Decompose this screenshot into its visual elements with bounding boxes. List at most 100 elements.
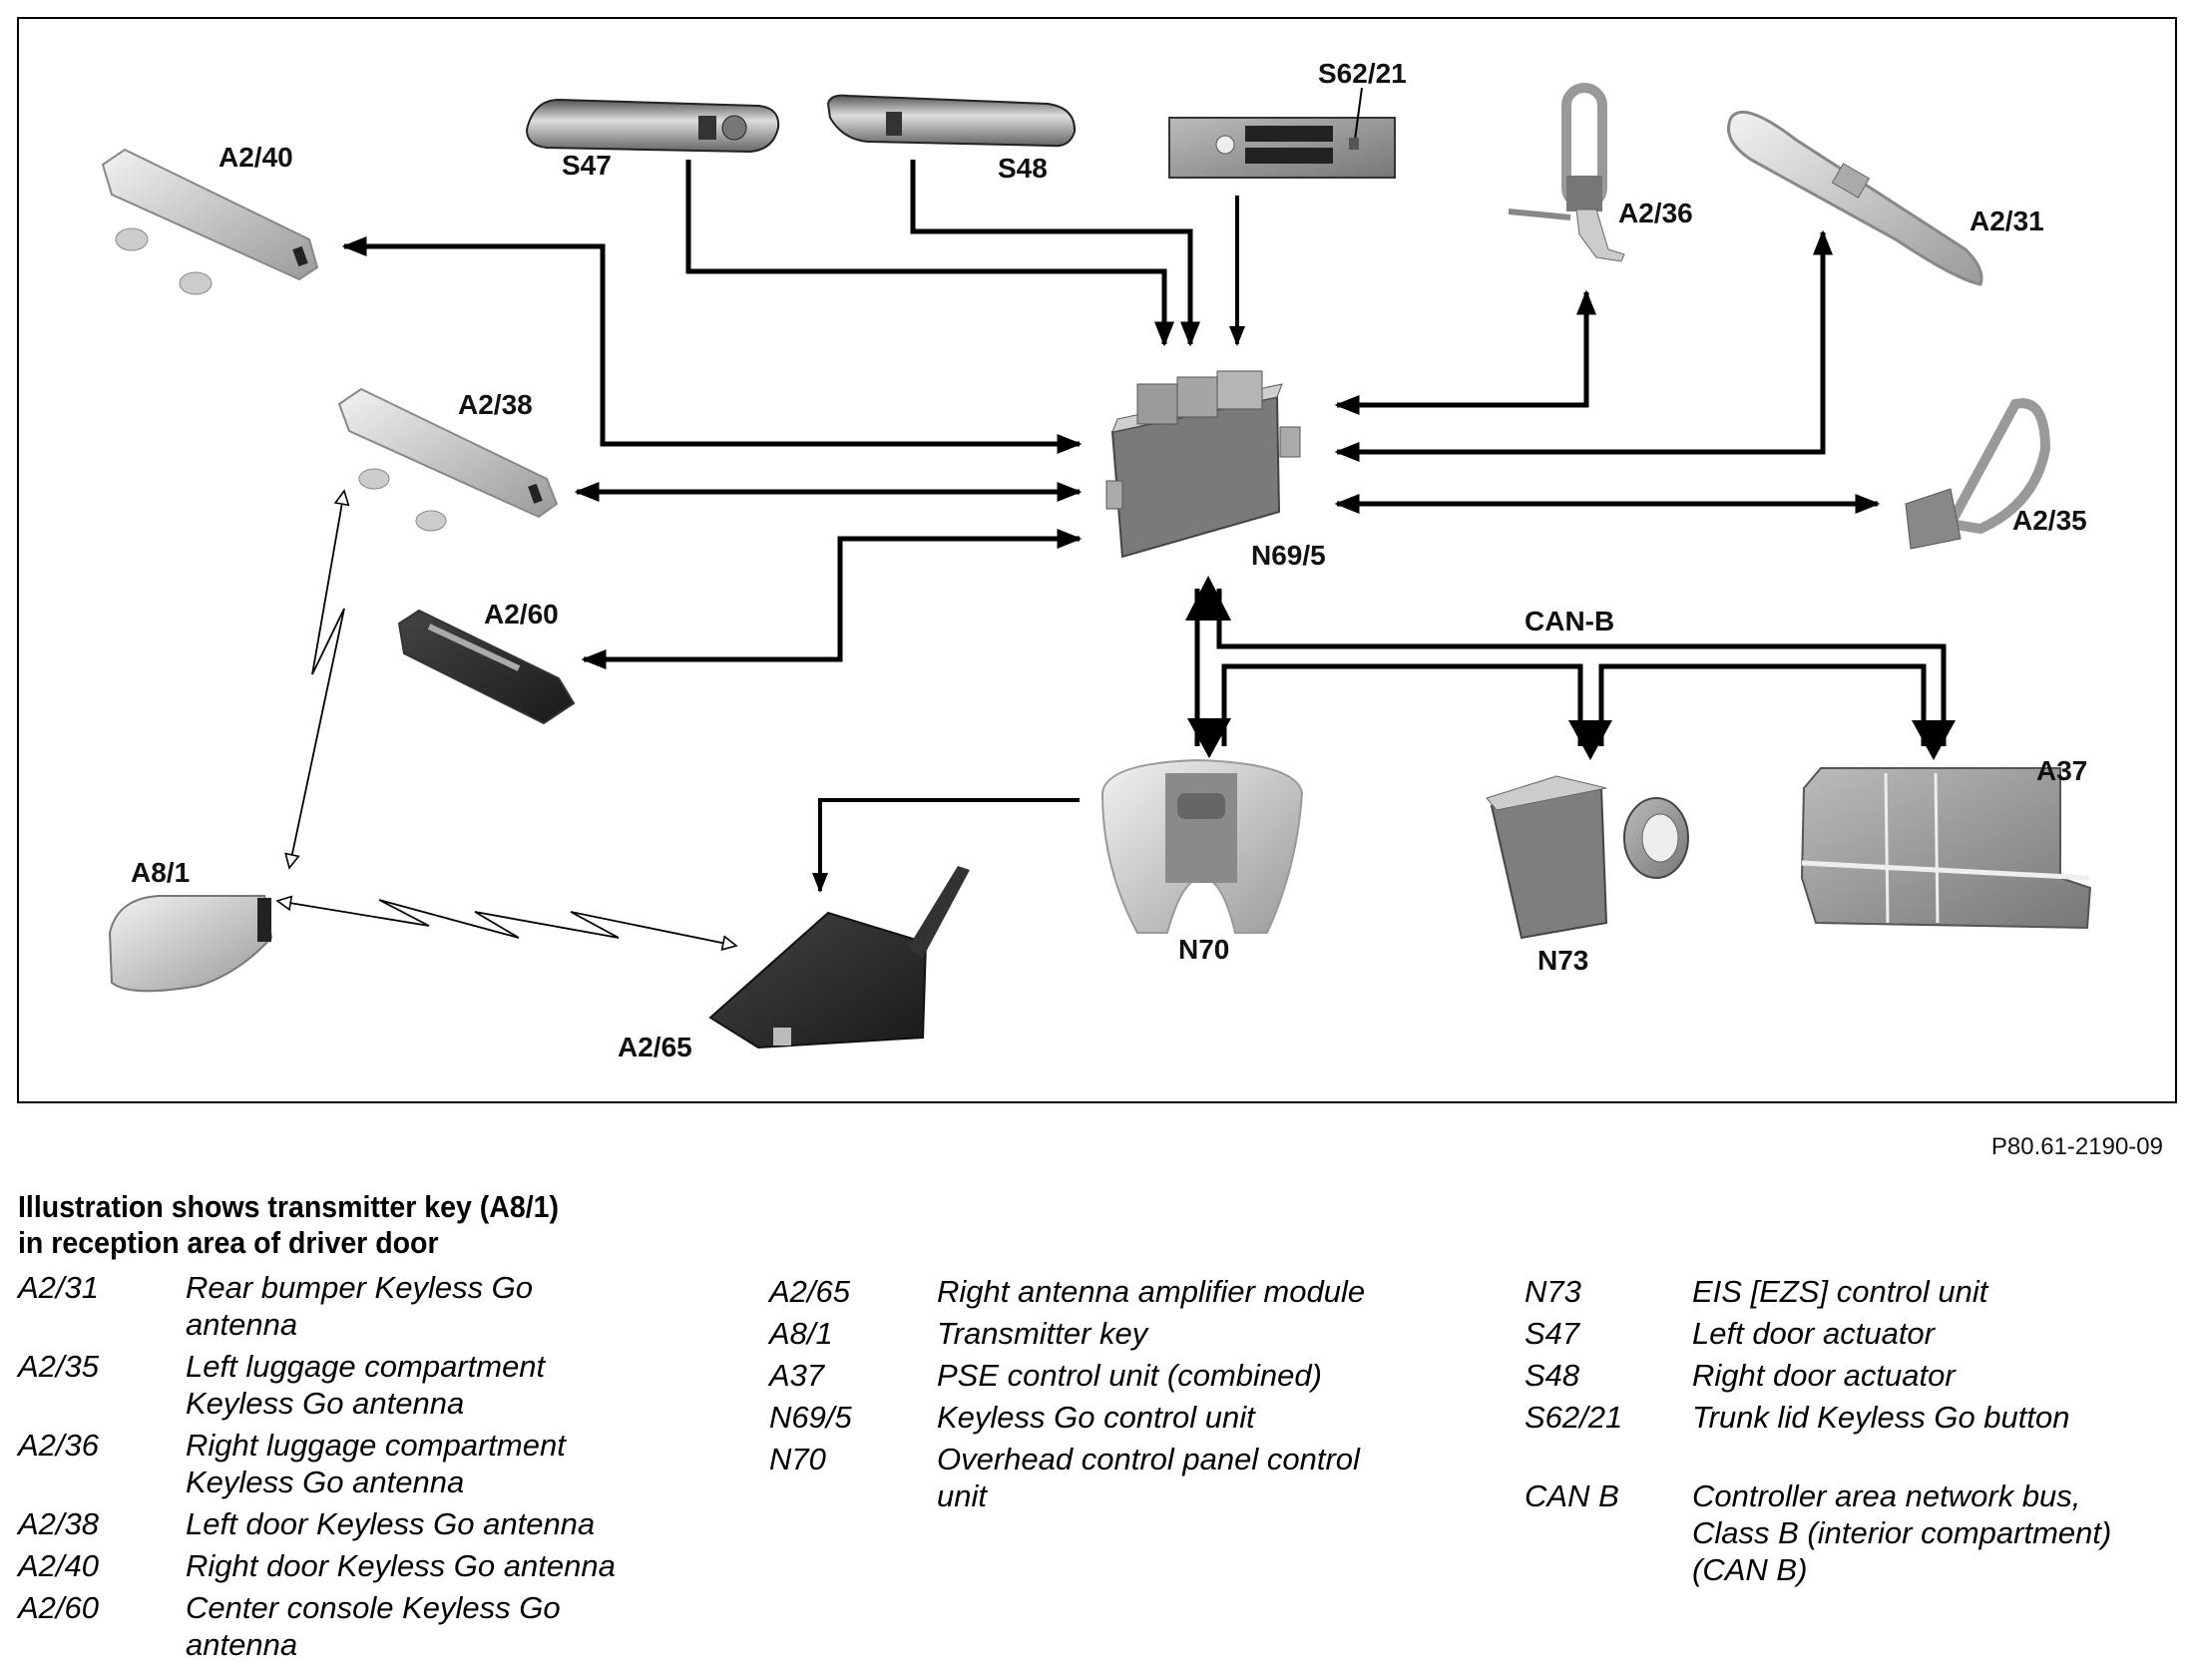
legend-description: Overhead control panel control unit [937,1442,1360,1513]
legend-description: Controller area network bus, Class B (in… [1692,1478,2112,1587]
legend-row: A2/40 Right door Keyless Go antenna [18,1547,706,1584]
label-can-b: CAN-B [1525,606,1614,636]
trunk-lid-button-s62-21-icon [1168,87,1396,179]
legend-code: N70 [769,1442,826,1476]
label-a2-36: A2/36 [1618,198,1693,228]
legend-row: A2/31 Rear bumper Keyless Go antenna [18,1269,706,1343]
wire-n69-5-a2-40 [341,236,1083,454]
wire-n69-5-a2-60 [581,529,1083,669]
legend-description: Left door Keyless Go antenna [186,1506,596,1541]
legend-row: A2/65 Right antenna amplifier module [769,1273,1448,1310]
label-a2-65: A2/65 [618,1032,692,1062]
label-a2-60: A2/60 [484,599,559,630]
legend-description: Rear bumper Keyless Go antenna [186,1270,534,1342]
legend-description: Right door actuator [1692,1358,1956,1393]
legend-row: S47 Left door actuator [1525,1315,2163,1352]
antenna-a2-31-icon [1727,110,1983,286]
legend-code: A2/40 [18,1548,100,1583]
legend-code: N69/5 [769,1400,852,1435]
legend-spacer [1525,1441,2163,1477]
legend-code: A2/31 [18,1270,100,1305]
wire-s47-n69-5 [685,160,1174,347]
keyless-go-diagram: S47 S48 S62/21 A2/40 A2/38 A2/60 A8/1 A2… [17,17,2177,1103]
antenna-a2-40-icon [101,148,319,295]
legend-description: Right door Keyless Go antenna [186,1548,616,1583]
legend-row: A8/1 Transmitter key [769,1315,1448,1352]
legend-description: Trunk lid Keyless Go button [1692,1400,2070,1435]
legend-code: A37 [769,1358,825,1393]
legend-code: S62/21 [1525,1400,1623,1435]
legend-row: A2/38 Left door Keyless Go antenna [18,1505,706,1542]
legend-row: CAN B Controller area network bus, Class … [1525,1477,2163,1588]
legend-description: Left luggage compartment Keyless Go ante… [186,1349,546,1421]
legend-code: S48 [1525,1358,1580,1393]
can-b-bus [1185,576,1956,760]
overhead-panel-n70-icon [1100,758,1304,934]
antenna-a2-60-icon [397,609,576,725]
radio-a8-1-a2-65 [277,900,736,946]
label-s48: S48 [998,153,1048,184]
label-a2-38: A2/38 [458,389,533,420]
diagram-frame [17,17,2177,1103]
legend-row: N70 Overhead control panel control unit [769,1441,1448,1514]
legend-description: Transmitter key [937,1316,1148,1351]
legend-row: N69/5 Keyless Go control unit [769,1399,1448,1436]
label-s47: S47 [562,150,612,181]
legend-description: Right antenna amplifier module [937,1274,1366,1309]
label-n73: N73 [1537,945,1588,976]
label-a8-1: A8/1 [131,857,190,888]
can-arrow-n73 [1568,720,1612,760]
legend-row: A2/36 Right luggage compartment Keyless G… [18,1427,706,1500]
legend-code: N73 [1525,1274,1581,1309]
legend-row: S62/21 Trunk lid Keyless Go button [1525,1399,2163,1436]
wire-n69-5-a2-65 [812,798,1080,893]
antenna-a2-36-icon [1508,83,1625,262]
label-a2-40: A2/40 [219,142,293,173]
label-a2-31: A2/31 [1969,206,2044,236]
legend-description: PSE control unit (combined) [937,1358,1322,1393]
label-a37: A37 [2036,755,2087,786]
can-arrow-a37 [1912,720,1956,760]
radio-links [277,491,736,946]
can-arrow-n70 [1187,718,1231,758]
legend-row: S48 Right door actuator [1525,1357,2163,1394]
caption: Illustration shows transmitter key (A8/1… [18,1189,559,1261]
control-unit-n69-5-icon [1105,370,1301,559]
caption-line-2: in reception area of driver door [18,1225,439,1260]
label-s62-21: S62/21 [1318,58,1407,89]
legend-row: A2/60 Center console Keyless Go antenna [18,1589,706,1663]
legend-description: Right luggage compartment Keyless Go ant… [186,1428,566,1499]
legend-code: A2/36 [18,1428,100,1463]
caption-line-1: Illustration shows transmitter key (A8/1… [18,1189,560,1224]
legend-code: A2/60 [18,1590,100,1625]
label-n70: N70 [1178,934,1229,965]
door-handle-s47-icon [525,98,780,154]
legend-code: A8/1 [769,1316,833,1351]
legend-description: Left door actuator [1692,1316,1935,1351]
legend-description: Keyless Go control unit [937,1400,1255,1435]
door-handle-s48-icon [826,94,1077,148]
wire-a2-31-n69-5 [1334,229,1833,462]
figure-id: P80.61-2190-09 [1990,1133,2163,1160]
legend-row: A37 PSE control unit (combined) [769,1357,1448,1394]
eis-control-unit-n73-icon [1486,775,1689,940]
legend-description: Center console Keyless Go antenna [186,1590,561,1662]
can-arrow-n69-5 [1185,576,1231,621]
pse-control-unit-a37-icon [1800,767,2092,930]
legend-code: A2/65 [769,1274,851,1309]
label-n69-5: N69/5 [1251,540,1326,571]
legend-code: S47 [1525,1316,1580,1351]
legend-code: A2/35 [18,1349,100,1384]
legend-code: CAN B [1525,1478,1619,1513]
wire-s48-n69-5 [910,160,1200,347]
legend-row: A2/35 Left luggage compartment Keyless Go… [18,1348,706,1422]
label-a2-35: A2/35 [2012,505,2087,536]
wiring [341,160,1881,893]
wire-a2-36-n69-5 [1334,289,1596,415]
radio-a2-38-a8-1 [289,491,344,868]
legend-code: A2/38 [18,1506,100,1541]
